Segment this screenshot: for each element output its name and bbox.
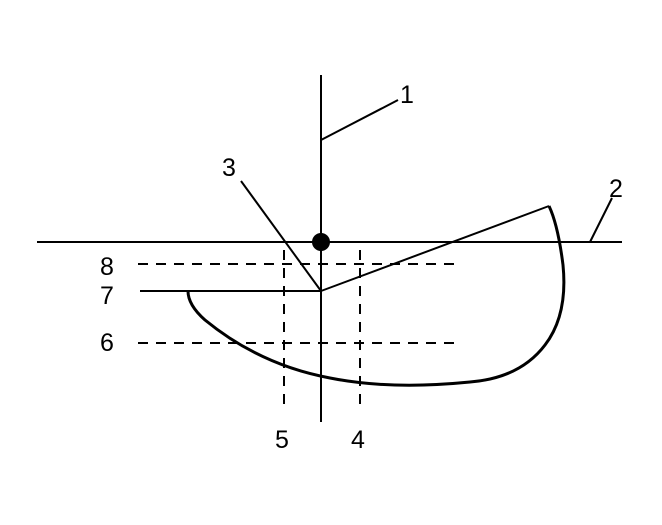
callout-8-label: 8 — [100, 253, 114, 281]
callout-5-label: 5 — [275, 426, 289, 454]
callout-2-leader — [589, 197, 613, 243]
callout-4-label: 4 — [351, 426, 365, 454]
callout-3-label: 3 — [222, 154, 236, 182]
callout-6-label: 6 — [100, 329, 114, 357]
callout-1-label: 1 — [400, 81, 414, 109]
contour-upper-line — [320, 205, 550, 292]
callout-2-label: 2 — [609, 175, 623, 203]
pivot-point — [312, 233, 330, 251]
inclined-axis-line — [240, 180, 322, 292]
callout-1-leader — [320, 99, 399, 141]
contour-curve — [186, 205, 566, 387]
callout-7-label: 7 — [100, 282, 114, 310]
